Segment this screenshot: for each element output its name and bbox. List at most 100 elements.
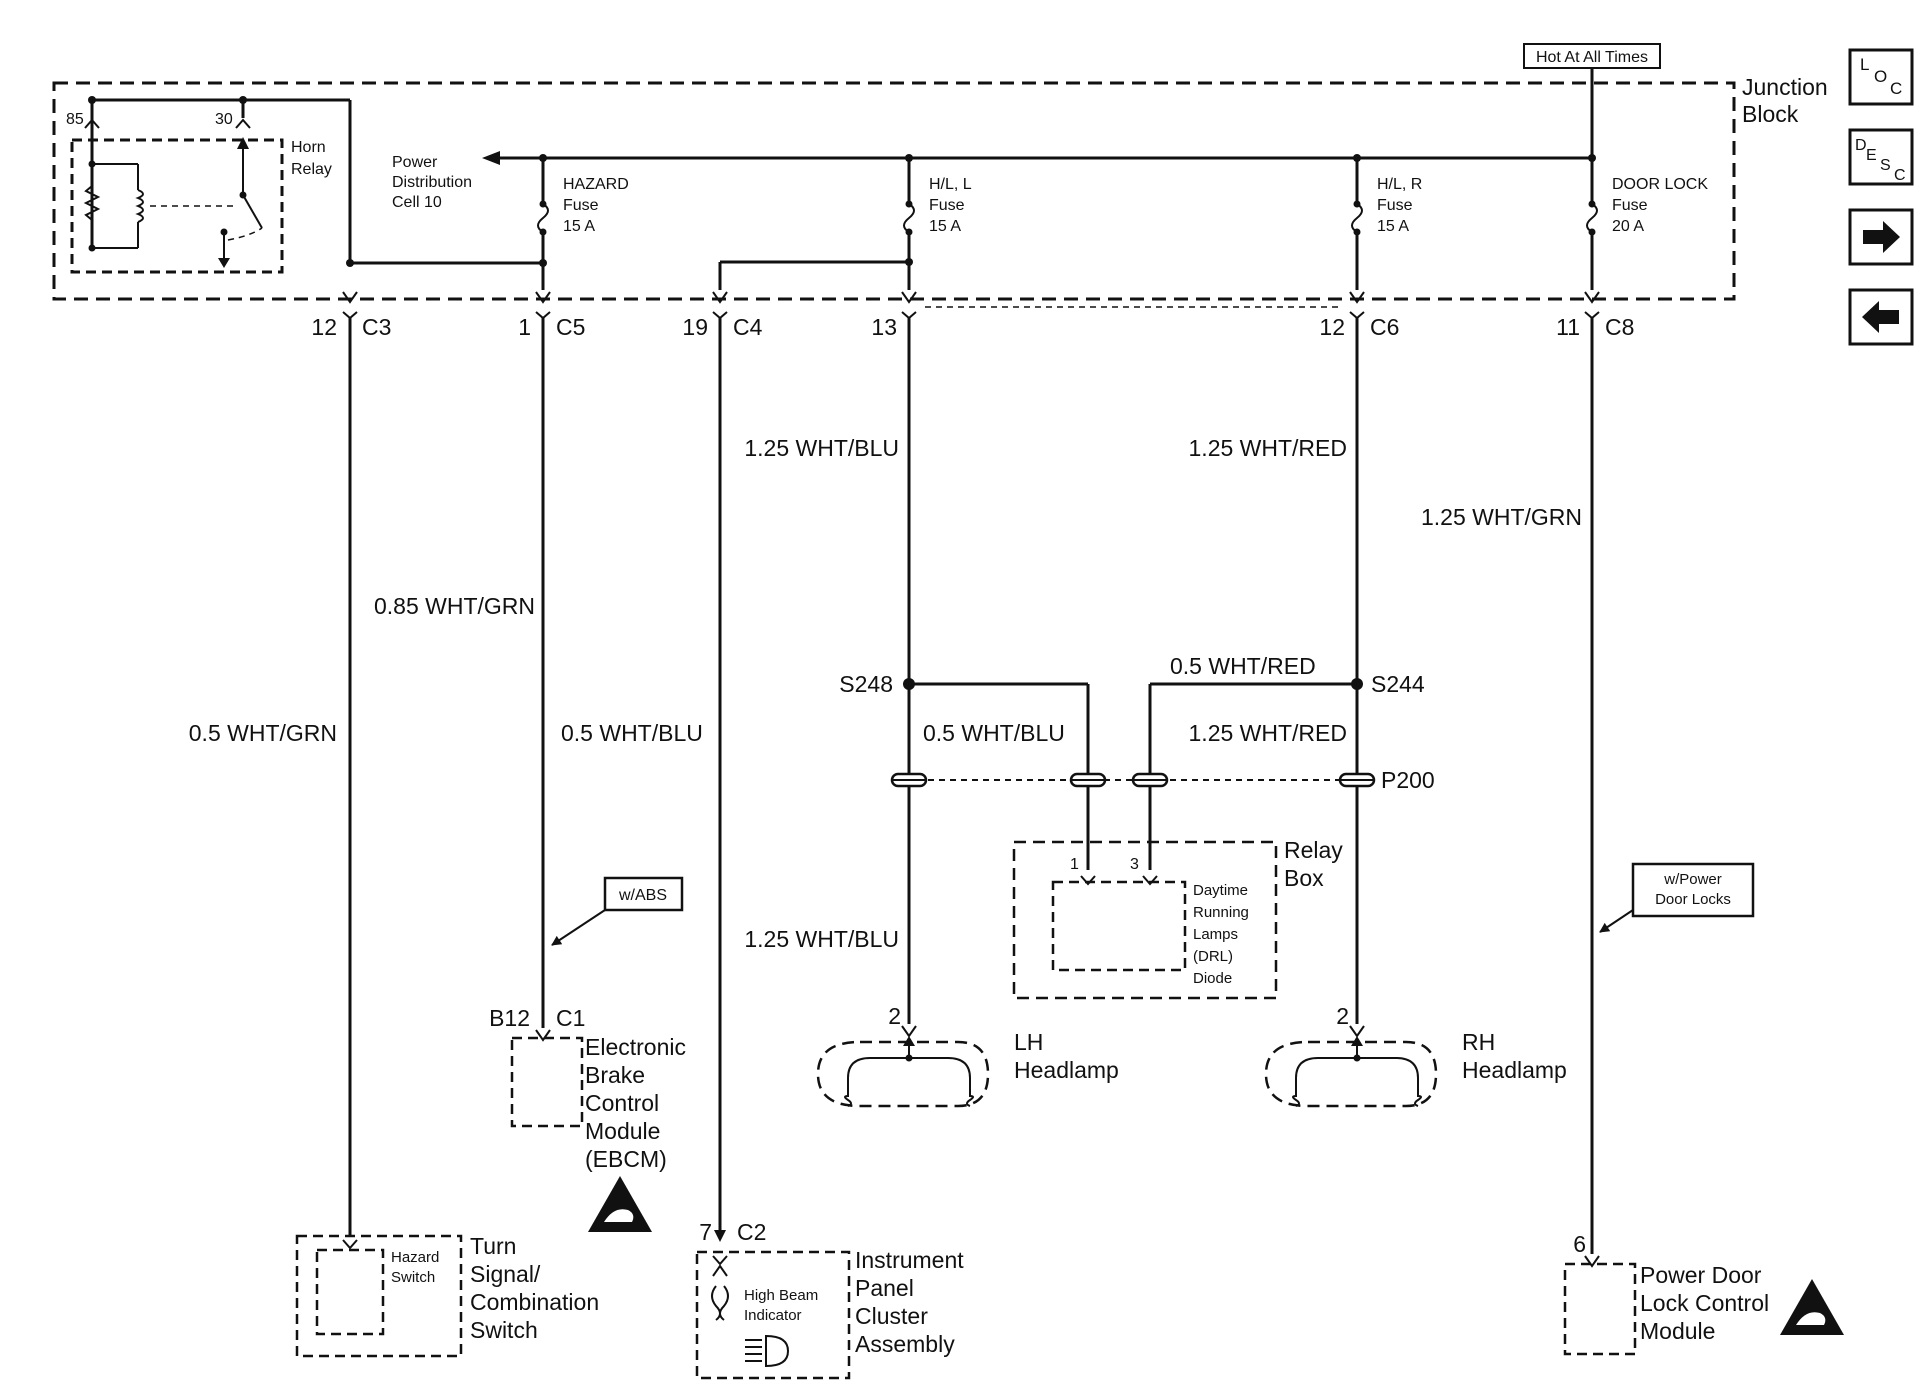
- svg-text:L: L: [1860, 55, 1869, 74]
- p200-pass-through: [890, 772, 1376, 788]
- relay-box-pin-3: 3: [1130, 856, 1139, 873]
- power-distribution-arrow: [482, 151, 500, 165]
- door-module-label-2: Lock Control: [1640, 1290, 1769, 1316]
- c8-pin: 11: [1556, 314, 1580, 340]
- door-lock-fuse-label-2: Fuse: [1612, 197, 1648, 214]
- turn-signal-switch: [295, 1234, 463, 1358]
- lh-headlamp-label: LH: [1014, 1029, 1043, 1055]
- hl-left-fuse-label: H/L, L: [929, 176, 972, 193]
- hazard-fuse-label: HAZARD: [563, 176, 629, 193]
- ebcm-label-3: Control: [585, 1090, 659, 1116]
- svg-text:S: S: [1880, 157, 1891, 174]
- drl-diode-label: Daytime: [1193, 882, 1248, 899]
- c5-name: C5: [556, 314, 585, 340]
- power-door-option-label-2: Door Locks: [1655, 891, 1731, 908]
- drl-diode-label-3: Lamps: [1193, 926, 1238, 943]
- previous-button[interactable]: [1848, 288, 1914, 346]
- horn-relay: [70, 96, 350, 274]
- door-module-label-3: Module: [1640, 1318, 1715, 1344]
- hl-right-fuse-label-2: Fuse: [1377, 197, 1413, 214]
- door-module-pin: 6: [1573, 1231, 1586, 1257]
- horn-relay-label: Horn: [291, 139, 326, 156]
- high-beam-label-2: Indicator: [744, 1307, 802, 1324]
- esd-warning-icon: [1780, 1279, 1844, 1335]
- ebcm-label-5: (EBCM): [585, 1146, 667, 1172]
- svg-text:E: E: [1866, 147, 1877, 164]
- lh-headlamp: [816, 1036, 990, 1108]
- left-arrow-icon: [1862, 301, 1899, 333]
- wire-door-label: 1.25 WHT/GRN: [1421, 504, 1582, 530]
- hl-right-fuse: [1351, 158, 1363, 290]
- hazard-switch-label-2: Switch: [391, 1269, 435, 1286]
- ebcm-label: Electronic: [585, 1034, 686, 1060]
- rh-headlamp: [1264, 1036, 1438, 1108]
- ipc-conn: C2: [737, 1219, 766, 1245]
- junction-block-label-2: Block: [1742, 101, 1799, 127]
- drl-diode-label-5: Diode: [1193, 970, 1232, 987]
- hazard-fuse: [537, 158, 549, 263]
- ipc-label-2: Panel: [855, 1275, 914, 1301]
- ebcm-label-4: Module: [585, 1118, 660, 1144]
- junction-block-label: Junction: [1742, 74, 1828, 100]
- horn-relay-label-2: Relay: [291, 161, 332, 178]
- wire-drl-left-label: 0.5 WHT/BLU: [923, 720, 1065, 746]
- power-door-option-box: [1631, 862, 1755, 918]
- svg-text:C: C: [1894, 167, 1906, 184]
- lh-headlamp-pin: 2: [888, 1003, 901, 1029]
- wire-lh-lower-label: 1.25 WHT/BLU: [744, 926, 899, 952]
- hl-right-fuse-label: H/L, R: [1377, 176, 1422, 193]
- location-button[interactable]: L O C: [1848, 48, 1914, 106]
- turn-switch-label-3: Combination: [470, 1289, 599, 1315]
- abs-option-box: [603, 876, 684, 912]
- esd-warning-icon: [588, 1176, 652, 1232]
- svg-text:O: O: [1874, 67, 1887, 86]
- junction-block-outline: [52, 81, 1736, 301]
- power-door-option-label: w/Power: [1663, 871, 1722, 888]
- hazard-switch-label: Hazard: [391, 1249, 439, 1266]
- next-button[interactable]: [1848, 208, 1914, 266]
- high-beam-label: High Beam: [744, 1287, 818, 1304]
- lh-headlamp-label-2: Headlamp: [1014, 1057, 1119, 1083]
- relay-box-label-2: Box: [1284, 865, 1324, 891]
- ebcm-module: [510, 1036, 584, 1128]
- hot-at-all-times-label: Hot At All Times: [1536, 49, 1648, 66]
- description-button[interactable]: D E S C: [1848, 128, 1914, 186]
- door-module-label: Power Door: [1640, 1262, 1762, 1288]
- relay-box: [1012, 840, 1278, 1000]
- c4-name: C4: [733, 314, 763, 340]
- hl-left-fuse: [903, 158, 915, 290]
- rh-headlamp-label: RH: [1462, 1029, 1495, 1055]
- turn-switch-label-2: Signal/: [470, 1261, 541, 1287]
- c8-name: C8: [1605, 314, 1634, 340]
- svg-text:C: C: [1890, 79, 1902, 98]
- hl-left-fuse-label-2: Fuse: [929, 197, 965, 214]
- hazard-fuse-label-2: Fuse: [563, 197, 599, 214]
- door-lock-fuse-label: DOOR LOCK: [1612, 176, 1708, 193]
- abs-option-label: w/ABS: [618, 887, 667, 904]
- horn-relay-pin-30: 30: [215, 111, 233, 128]
- hl-left-fuse-label-3: 15 A: [929, 218, 961, 235]
- ebcm-conn: C1: [556, 1005, 585, 1031]
- ebcm-label-2: Brake: [585, 1062, 645, 1088]
- c4-pin: 19: [682, 314, 708, 340]
- splice-s248-label: S248: [839, 671, 893, 697]
- c6-pin-13: 13: [871, 314, 897, 340]
- splice-s244-label: S244: [1371, 671, 1425, 697]
- connector-arrows: [342, 291, 1600, 320]
- rh-headlamp-label-2: Headlamp: [1462, 1057, 1567, 1083]
- ipc-label-4: Assembly: [855, 1331, 955, 1357]
- door-lock-fuse-label-3: 20 A: [1612, 218, 1644, 235]
- door-lock-fuse: [1586, 158, 1598, 290]
- right-arrow-icon: [1863, 221, 1900, 253]
- wire-hl-right-label: 1.25 WHT/RED: [1189, 435, 1347, 461]
- instrument-panel-cluster: [695, 1250, 851, 1380]
- power-distribution-label-3: Cell 10: [392, 194, 442, 211]
- ipc-pin: 7: [699, 1219, 712, 1245]
- power-door-lock-module: [1563, 1262, 1637, 1356]
- relay-box-pin-1: 1: [1070, 856, 1079, 873]
- high-beam-icon: [745, 1334, 790, 1368]
- wire-hazard-label: 0.85 WHT/GRN: [374, 593, 535, 619]
- ipc-label: Instrument: [855, 1247, 964, 1273]
- rh-headlamp-pin: 2: [1336, 1003, 1349, 1029]
